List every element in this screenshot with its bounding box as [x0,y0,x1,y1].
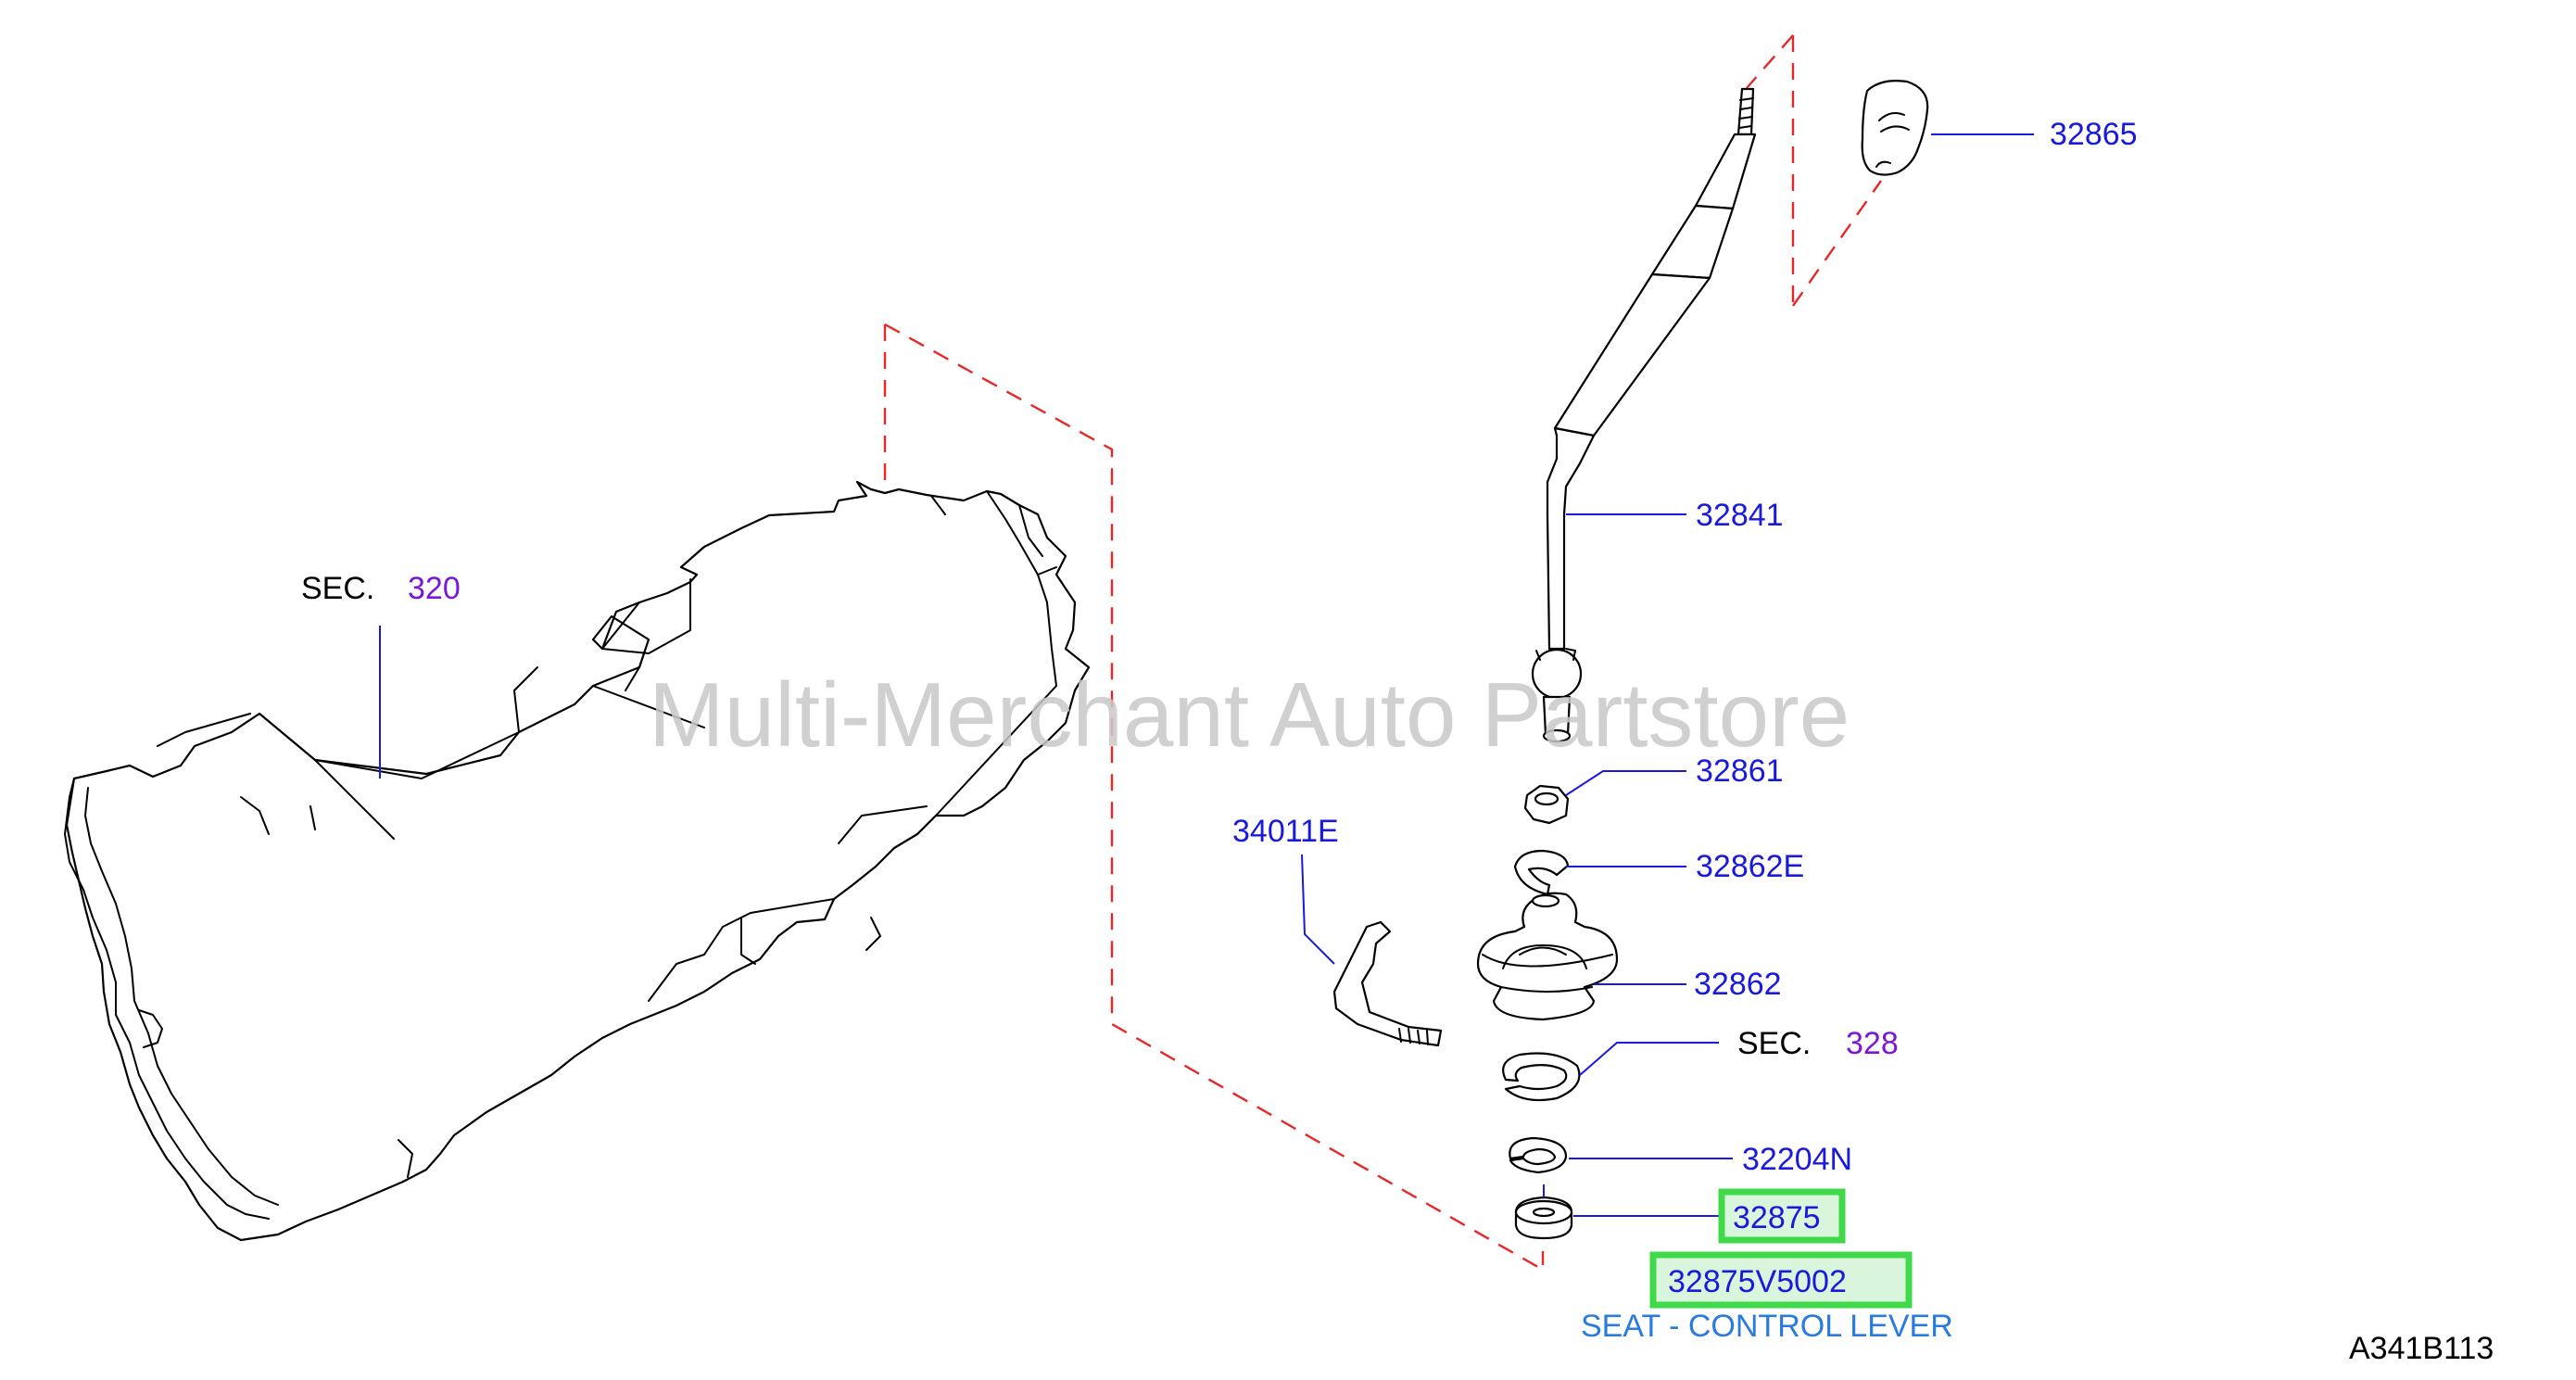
highlight-full-number-box [1649,1251,1913,1309]
sec-328-prefix: SEC. [1737,1026,1811,1061]
watermark-text: Multi-Merchant Auto Partstore [649,664,1850,766]
strap-drawing [1332,920,1443,1047]
seat-drawing [1514,1196,1573,1240]
part-label-32862[interactable]: 32862 [1694,967,1782,1002]
shift-lever-drawing [1531,87,1757,743]
part-label-34011e[interactable]: 34011E [1232,814,1339,849]
highlight-32875-fill [1722,1192,1842,1240]
sec-328-link[interactable]: 328 [1846,1026,1899,1061]
highlight-32875-box [1718,1188,1846,1244]
selected-part-number[interactable]: 32875V5002 [1668,1264,1847,1299]
nut-drawing [1523,784,1570,825]
selected-part-description: SEAT - CONTROL LEVER [1581,1309,1953,1344]
leader-sec-328 [1579,1042,1719,1076]
boot-drawing [1476,892,1619,1021]
highlight-full-number-fill [1653,1255,1909,1305]
part-label-32875[interactable]: 32875 [1733,1200,1821,1235]
clip-drawing [1513,849,1570,896]
part-label-32861[interactable]: 32861 [1696,753,1784,789]
sec-320-link[interactable]: 320 [408,571,461,606]
leader-32861 [1565,770,1686,796]
reference-plane-transmission [883,323,1545,1272]
part-label-32865[interactable]: 32865 [2050,117,2138,152]
diagram-code: A341B113 [2349,1331,2494,1366]
leader-34011e [1301,854,1335,965]
part-label-32204n[interactable]: 32204N [1742,1142,1852,1177]
part-label-32862e[interactable]: 32862E [1696,849,1804,884]
sec-320-prefix: SEC. [301,571,374,606]
part-label-32841[interactable]: 32841 [1696,498,1784,533]
reference-plane-knob [1746,34,1882,307]
shift-knob-drawing [1861,80,1929,176]
snap-ring-drawing [1502,1052,1581,1102]
transmission-assembly-drawing [64,480,1091,1242]
retaining-ring-drawing [1509,1136,1568,1174]
